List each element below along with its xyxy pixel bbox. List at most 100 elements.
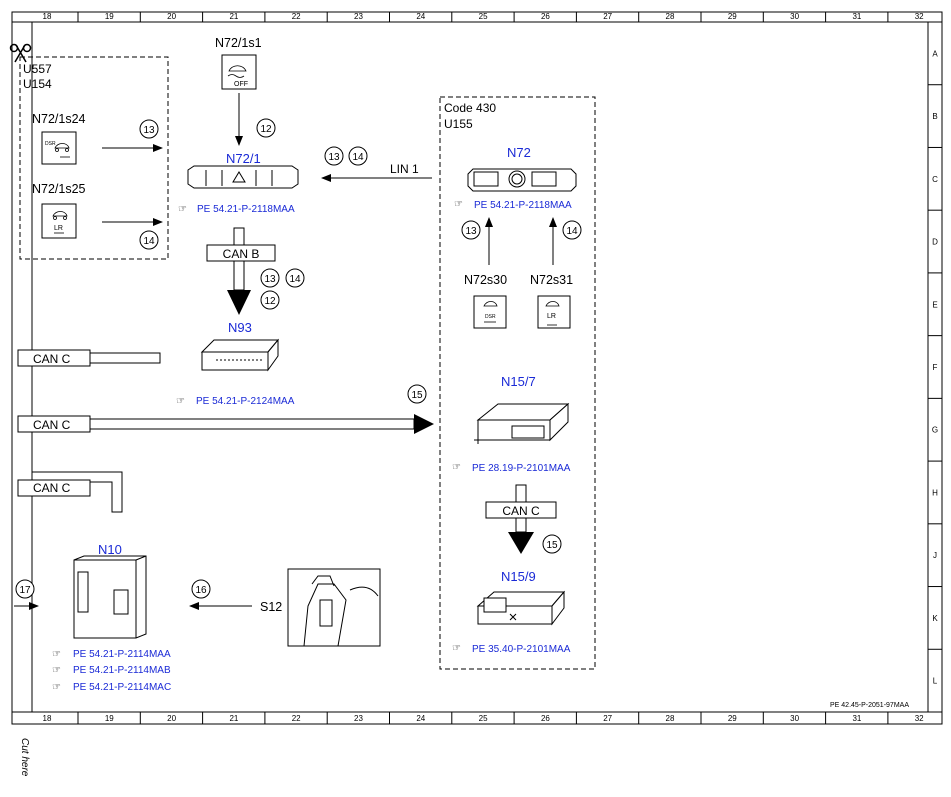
n93-ref-icon: ☞ xyxy=(176,396,185,407)
n72s31-switch-icon[interactable] xyxy=(537,295,571,329)
signal-13-bubble-lin: 13 xyxy=(324,146,344,166)
n10-ref-1[interactable]: PE 54.21-P-2114MAA xyxy=(73,649,171,660)
grid-col-label: 29 xyxy=(728,12,737,21)
n72-1-ref-icon: ☞ xyxy=(178,204,187,215)
n10-ref-icon-1: ☞ xyxy=(52,649,61,660)
grid-col-label: 29 xyxy=(728,714,737,723)
n15-9-ref[interactable]: PE 35.40-P-2101MAA xyxy=(472,644,571,655)
n93-label: N93 xyxy=(228,320,252,335)
sheet-frame xyxy=(11,11,943,725)
signal-14-bubble: 14 xyxy=(139,230,159,250)
can-c-line-2 xyxy=(17,414,434,434)
n72-1-ref[interactable]: PE 54.21-P-2118MAA xyxy=(197,204,295,215)
grid-row-label: G xyxy=(932,426,938,435)
n72-1s24-switch-icon[interactable] xyxy=(41,131,77,165)
grid-col-label: 19 xyxy=(105,714,114,723)
signal-13-bubble-n72: 13 xyxy=(461,220,481,240)
grid-col-label: 23 xyxy=(354,714,363,723)
n72s31-icon-text: LR xyxy=(547,313,556,320)
n15-9-module-icon[interactable] xyxy=(476,590,566,626)
grid-col-label: 19 xyxy=(105,12,114,21)
n15-7-ref-icon: ☞ xyxy=(452,462,461,473)
n72-1-control-panel-icon[interactable] xyxy=(187,165,299,189)
n10-label: N10 xyxy=(98,542,122,557)
n72s30-switch-icon[interactable] xyxy=(473,295,507,329)
svg-text:12: 12 xyxy=(260,124,272,135)
grid-row-label: C xyxy=(932,175,938,184)
n72-1s24-icon-text: DSR xyxy=(45,141,56,147)
grid-col-label: 22 xyxy=(292,714,301,723)
signal-15-bubble-inner: 15 xyxy=(542,534,562,554)
n72s30-label: N72s30 xyxy=(464,273,507,287)
n10-ref-3[interactable]: PE 54.21-P-2114MAC xyxy=(73,682,171,693)
group-box-right xyxy=(439,96,596,670)
grid-row-label: B xyxy=(932,112,937,121)
s12-label: S12 xyxy=(260,600,282,614)
signal-15-bubble-canc: 15 xyxy=(407,384,427,404)
signal-14-bubble-n72: 14 xyxy=(562,220,582,240)
grid-col-label: 25 xyxy=(479,714,488,723)
n72-1-label: N72/1 xyxy=(226,151,261,166)
s12-switch-photo[interactable] xyxy=(287,568,381,647)
signal-12-bubble-canb: 12 xyxy=(260,290,280,310)
n15-7-ref[interactable]: PE 28.19-P-2101MAA xyxy=(472,463,571,474)
svg-text:14: 14 xyxy=(143,236,155,247)
group-left-sub: U154 xyxy=(23,77,52,91)
grid-col-label: 27 xyxy=(603,12,612,21)
svg-text:13: 13 xyxy=(328,152,340,163)
grid-col-label: 32 xyxy=(915,714,924,723)
n72-1s25-icon-text: LR xyxy=(54,225,63,232)
group-right-sub: U155 xyxy=(444,117,473,131)
grid-col-label: 28 xyxy=(666,12,675,21)
n93-module-icon[interactable] xyxy=(200,338,280,372)
n72-1s25-switch-icon[interactable] xyxy=(41,203,77,239)
n72-1s1-label: N72/1s1 xyxy=(215,36,262,50)
n72-1s1-switch-icon[interactable] xyxy=(221,54,257,90)
n72-control-panel-icon[interactable] xyxy=(467,168,577,192)
n15-7-module-icon[interactable] xyxy=(474,402,570,444)
n72-ref[interactable]: PE 54.21-P-2118MAA xyxy=(474,200,572,211)
grid-col-label: 26 xyxy=(541,714,550,723)
signal-13-bubble: 13 xyxy=(139,119,159,139)
n10-ref-icon-2: ☞ xyxy=(52,665,61,676)
grid-col-label: 22 xyxy=(292,12,301,21)
scissors-icon xyxy=(9,43,32,63)
grid-col-label: 23 xyxy=(354,12,363,21)
signal-16-bubble: 16 xyxy=(191,579,211,599)
signal-17-bubble: 17 xyxy=(15,579,35,599)
group-box-left xyxy=(19,56,169,260)
n15-9-ref-icon: ☞ xyxy=(452,643,461,654)
group-right-code: Code 430 xyxy=(444,101,496,115)
n10-ref-2[interactable]: PE 54.21-P-2114MAB xyxy=(73,665,171,676)
n72-label: N72 xyxy=(507,145,531,160)
grid-col-label: 21 xyxy=(229,714,238,723)
grid-row-label: F xyxy=(933,363,938,372)
svg-text:13: 13 xyxy=(264,274,276,285)
group-left-code: U557 xyxy=(23,62,52,76)
grid-col-label: 25 xyxy=(479,12,488,21)
grid-col-label: 26 xyxy=(541,12,550,21)
n72-ref-icon: ☞ xyxy=(454,199,463,210)
grid-row-label: H xyxy=(932,488,938,497)
n72-1s24-label: N72/1s24 xyxy=(32,112,86,126)
svg-text:14: 14 xyxy=(566,226,578,237)
grid-row-label: L xyxy=(933,677,938,686)
can-c-label-1: CAN C xyxy=(33,352,71,366)
grid-col-label: 24 xyxy=(416,714,425,723)
grid-column-labels: 1818191920202121222223232424252526262727… xyxy=(43,12,925,723)
n93-ref[interactable]: PE 54.21-P-2124MAA xyxy=(196,396,295,407)
n10-module-icon[interactable] xyxy=(73,555,147,639)
grid-col-label: 24 xyxy=(416,12,425,21)
grid-ticks xyxy=(77,12,942,724)
grid-col-label: 30 xyxy=(790,714,799,723)
svg-text:17: 17 xyxy=(19,585,31,596)
n15-7-label: N15/7 xyxy=(501,374,536,389)
svg-text:14: 14 xyxy=(289,274,301,285)
grid-col-label: 27 xyxy=(603,714,612,723)
grid-row-label: E xyxy=(932,300,937,309)
grid-row-label: J xyxy=(933,551,937,560)
signal-13-bubble-canb: 13 xyxy=(260,268,280,288)
signal-14-bubble-canb: 14 xyxy=(285,268,305,288)
